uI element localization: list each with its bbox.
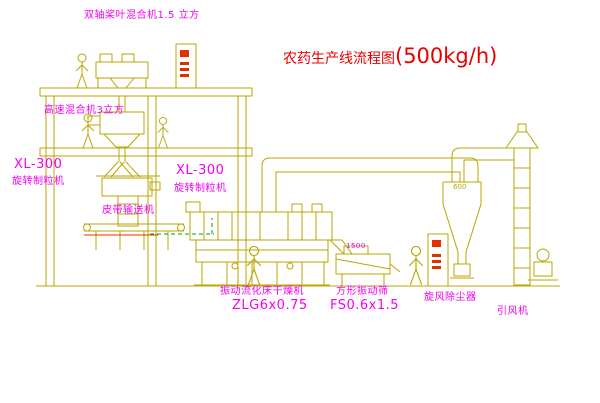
building-frame xyxy=(36,87,560,287)
label-high-speed-mixer: 高速混合机3立方 xyxy=(44,105,125,116)
exhaust-stack xyxy=(505,123,539,286)
material-flow-dashed xyxy=(150,218,214,235)
paddle-mixer xyxy=(95,53,149,112)
fluid-bed-dryer xyxy=(185,201,333,286)
label-paddle-mixer: 双轴桨叶混合机1.5 立方 xyxy=(84,10,200,21)
control-cabinet-right xyxy=(427,233,449,287)
worker-figure xyxy=(157,116,169,149)
exhaust-duct-main xyxy=(261,157,479,212)
vibrating-screen xyxy=(328,239,401,287)
rotary-granulator xyxy=(96,175,161,227)
worker-figure xyxy=(246,245,262,286)
worker-figure xyxy=(408,245,424,286)
drawing-title: 农药生产线流程图 (500kg/h) xyxy=(283,44,497,68)
label-dryer-model: ZLG6x0.75 xyxy=(232,298,308,313)
label-cyclone: 旋风除尘器 xyxy=(424,292,477,303)
label-dryer-name: 振动流化床干燥机 xyxy=(220,286,304,297)
label-granulator-left-name: 旋转制粒机 xyxy=(12,176,65,187)
label-fan: 引风机 xyxy=(497,306,529,317)
belt-conveyor xyxy=(83,223,185,250)
label-granulator-mid-model: XL-300 xyxy=(176,163,225,178)
label-belt-conveyor: 皮带输送机 xyxy=(102,205,155,216)
label-granulator-mid-name: 旋转制粒机 xyxy=(174,183,227,194)
drawing-title-capacity: (500kg/h) xyxy=(395,44,498,68)
control-cabinet-top xyxy=(175,43,197,89)
label-screen-model: FS0.6x1.5 xyxy=(330,298,400,313)
worker-figure xyxy=(75,53,89,89)
drawing-title-text: 农药生产线流程图 xyxy=(283,51,395,67)
label-screen-name: 方形振动筛 xyxy=(336,286,389,297)
cyclone-separator xyxy=(442,181,482,279)
induced-draft-fan xyxy=(528,248,558,281)
cyclone-exhaust-duct xyxy=(451,147,514,182)
y-chute xyxy=(103,161,141,178)
dim-cyclone: 600 xyxy=(453,183,467,191)
label-granulator-left-model: XL-300 xyxy=(14,157,63,172)
dim-screen: 1500 xyxy=(346,242,366,250)
high-speed-mixer xyxy=(87,111,145,162)
worker-figures xyxy=(75,53,424,286)
